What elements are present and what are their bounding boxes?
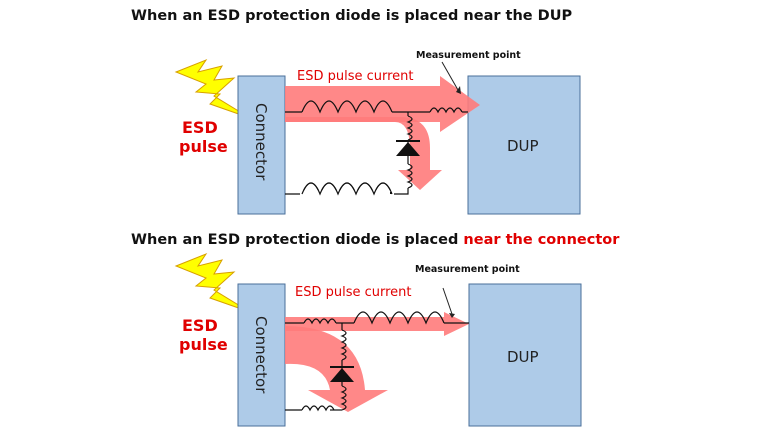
inductor-top-right bbox=[353, 311, 445, 325]
diagram-2: ESD pulse Connector DUP ESD pulse curren… bbox=[174, 252, 582, 427]
connector-block bbox=[237, 283, 286, 427]
lightning-bolt-icon bbox=[174, 252, 251, 313]
measurement-label: Measurement point bbox=[415, 264, 520, 275]
inductor-shunt-upper bbox=[406, 115, 413, 141]
diagram-2-title: When an ESD protection diode is placed n… bbox=[131, 232, 619, 248]
dup-label: DUP bbox=[507, 348, 539, 366]
title-text: When an ESD protection diode is placed bbox=[131, 232, 464, 248]
wire-gap bbox=[300, 190, 394, 196]
dup-block bbox=[468, 283, 582, 427]
measurement-arrowhead-icon bbox=[449, 313, 455, 318]
connector-label: Connector bbox=[252, 103, 270, 181]
esd-label-line1: ESD bbox=[182, 316, 218, 335]
diode-icon bbox=[330, 366, 354, 382]
inductor-bottom bbox=[301, 405, 335, 412]
measurement-arrowhead-icon bbox=[456, 86, 461, 94]
measurement-label: Measurement point bbox=[416, 50, 521, 61]
inductor-shunt-upper bbox=[340, 329, 347, 361]
diode-icon bbox=[396, 140, 420, 156]
inductor-top-left bbox=[303, 318, 337, 325]
esd-label-line2: pulse bbox=[179, 335, 228, 354]
lightning-bolt-icon bbox=[174, 58, 251, 119]
esd-label-line1: ESD bbox=[182, 118, 218, 137]
current-label: ESD pulse current bbox=[297, 69, 414, 84]
inductor-top-left bbox=[301, 100, 393, 114]
measurement-pointer bbox=[442, 287, 453, 315]
connector-block bbox=[237, 75, 286, 215]
esd-label-line2: pulse bbox=[179, 137, 228, 156]
inductor-bottom-coil bbox=[301, 182, 393, 196]
diagram-1-title: When an ESD protection diode is placed n… bbox=[131, 8, 572, 24]
inductor-top-right bbox=[429, 107, 463, 114]
title-highlight: near the connector bbox=[463, 232, 620, 248]
measurement-pointer bbox=[441, 61, 459, 91]
dup-block bbox=[467, 75, 581, 215]
current-label: ESD pulse current bbox=[295, 285, 412, 300]
inductor-shunt-lower bbox=[406, 163, 413, 189]
wire-joint bbox=[390, 192, 392, 194]
connector-label: Connector bbox=[252, 316, 270, 394]
diagram-1: ESD pulse Connector DUP ESD pulse curren… bbox=[174, 50, 581, 215]
title-text: When an ESD protection diode is placed n… bbox=[131, 8, 573, 24]
branch-current-arrow bbox=[285, 326, 388, 412]
current-arrow bbox=[285, 76, 480, 132]
dup-label: DUP bbox=[507, 137, 539, 155]
inductor-shunt-lower bbox=[340, 385, 347, 411]
branch-current-arrow bbox=[285, 117, 442, 190]
